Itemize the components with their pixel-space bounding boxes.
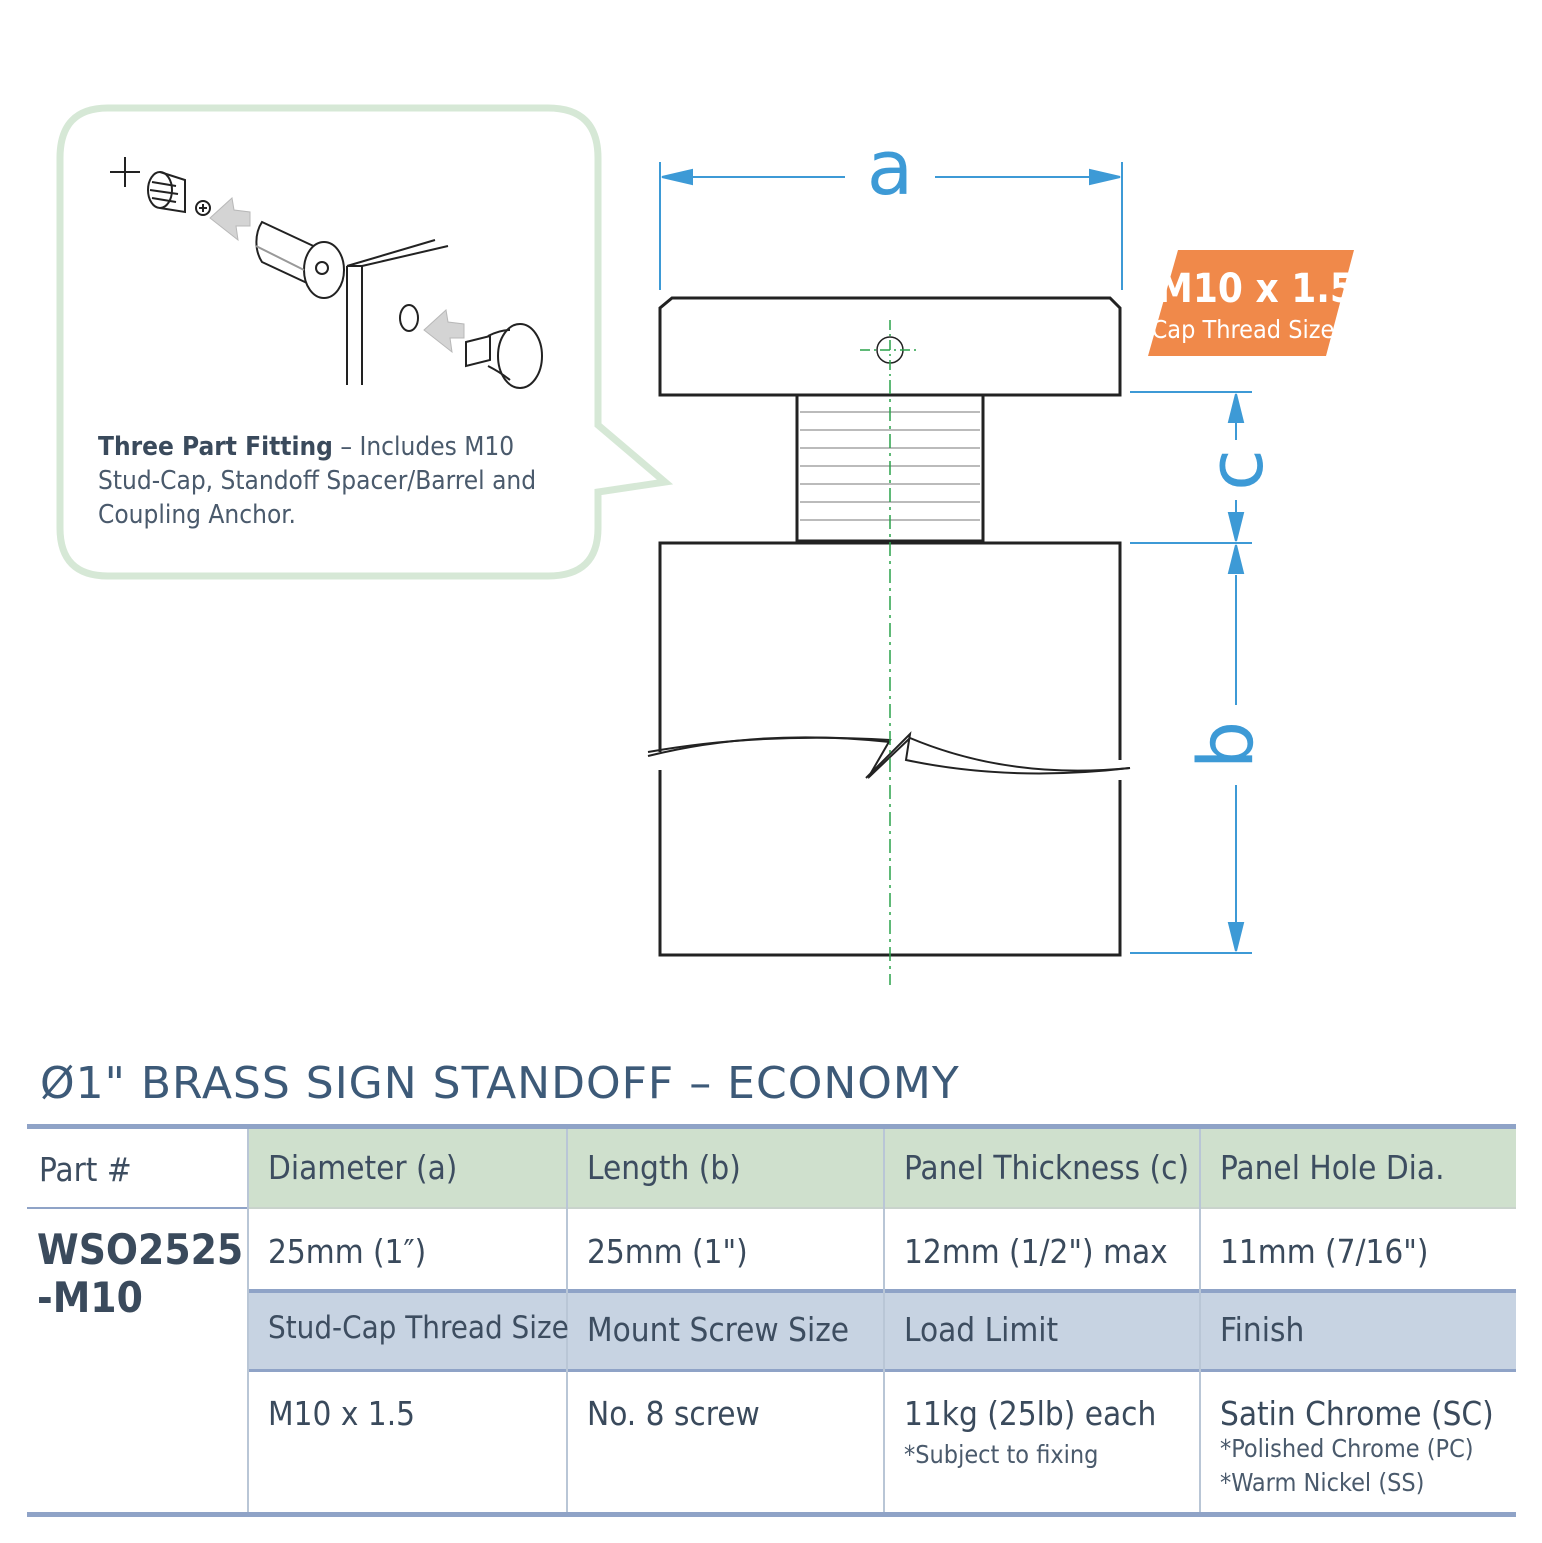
- value-finish: Satin Chrome (SC): [1220, 1394, 1494, 1433]
- header-panel-hole: Panel Hole Dia.: [1220, 1148, 1445, 1187]
- table-rule-bottom: [27, 1512, 1516, 1517]
- header-load-limit: Load Limit: [904, 1310, 1059, 1349]
- badge-value: M10 x 1.5: [1157, 266, 1355, 312]
- table-rule-top: [27, 1124, 1516, 1129]
- badge-caption: Cap Thread Size: [1152, 315, 1335, 344]
- value-stud-cap-thread: M10 x 1.5: [268, 1394, 416, 1433]
- barrel-body: [647, 541, 1131, 957]
- header-mount-screw: Mount Screw Size: [587, 1310, 850, 1349]
- label-c: c: [1191, 449, 1280, 491]
- break-line: [647, 731, 1131, 779]
- value-mount-screw: No. 8 screw: [587, 1394, 760, 1433]
- header-diameter: Diameter (a): [268, 1148, 458, 1187]
- label-a: a: [867, 123, 914, 212]
- label-b: b: [1181, 721, 1270, 769]
- part-number: WSO2525 -M10: [37, 1225, 244, 1322]
- thread-size-badge-shape: [1148, 250, 1354, 356]
- dimension-c-b: [1130, 391, 1252, 954]
- dimension-a: [659, 162, 1123, 290]
- header-finish: Finish: [1220, 1310, 1305, 1349]
- value-panel-thickness: 12mm (1/2") max: [904, 1232, 1168, 1271]
- value-diameter: 25mm (1″): [268, 1232, 427, 1271]
- load-note: *Subject to fixing: [904, 1440, 1099, 1469]
- header-stud-cap-thread: Stud-Cap Thread Size: [268, 1310, 569, 1346]
- callout-body: Includes M10 Stud-Cap, Standoff Spacer/B…: [98, 432, 537, 530]
- value-panel-hole: 11mm (7/16"): [1220, 1232, 1429, 1271]
- finish-option-pc: *Polished Chrome (PC): [1220, 1434, 1474, 1463]
- assembly-illustration: [110, 157, 543, 389]
- callout-description: Three Part Fitting – Includes M10 Stud-C…: [98, 432, 537, 530]
- header-panel-thickness: Panel Thickness (c): [904, 1148, 1190, 1187]
- cap-center-mark: [860, 320, 920, 380]
- finish-option-ss: *Warm Nickel (SS): [1220, 1468, 1425, 1497]
- product-title: Ø1" BRASS SIGN STANDOFF – ECONOMY: [40, 1058, 960, 1109]
- part-label: Part #: [39, 1150, 132, 1189]
- callout-title: Three Part Fitting: [98, 432, 333, 462]
- value-length: 25mm (1"): [587, 1232, 748, 1271]
- header-length: Length (b): [587, 1148, 741, 1187]
- assembly-arrows: [209, 197, 465, 354]
- value-load-limit: 11kg (25lb) each: [904, 1394, 1157, 1433]
